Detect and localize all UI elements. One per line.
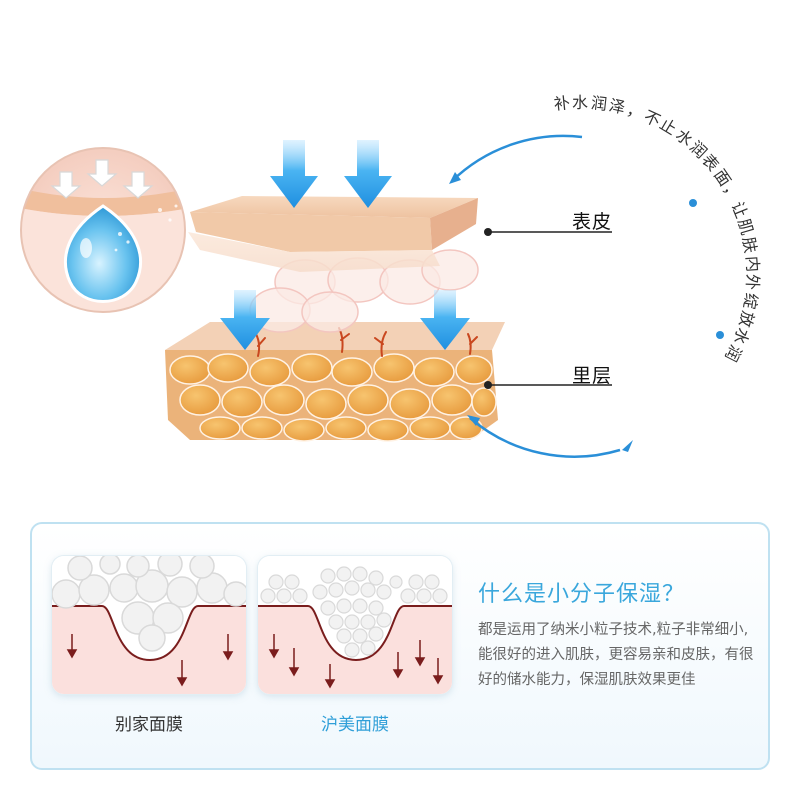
circulation-arcs [451,134,621,458]
large-molecules-illustration [52,556,246,694]
comparison-card-other [52,556,246,694]
small-molecule-panel: 别家面膜 [30,522,770,770]
question-title: 什么是小分子保湿？ [478,582,686,607]
epidermis-label: 表皮 [572,211,613,233]
small-molecules-illustration [258,556,452,694]
arc-caption-char: 润 [589,93,608,114]
arc-caption-char: 外 [742,273,763,291]
epidermis-layer [188,196,478,272]
circulation-arrowheads [449,172,633,452]
arc-caption-char: 内 [742,255,763,273]
skin-layers-illustration [20,134,724,458]
arc-caption-char: 放 [735,308,759,329]
dermis-layer [165,322,505,442]
label-leaders [484,228,612,389]
comparison-caption-other: 别家面膜 [115,715,183,735]
answer-text: 都是运用了纳米小粒子技术,粒子非常细小,能很好的进入肌肤，更容易亲和皮肤，有很好… [478,622,754,688]
arc-caption-char: 水 [572,92,589,113]
zoom-circle [20,147,186,313]
comparison-card-hume [258,556,452,694]
comparison-caption-hume: 沪美面膜 [321,715,389,735]
moisture-bubbles [249,249,479,333]
circulation-dots [689,199,724,339]
arc-caption-char: 绽 [739,291,762,310]
arc-caption-char: 补 [553,93,571,114]
dermis-label: 里层 [572,365,613,387]
penetration-arrows [220,140,470,350]
arc-caption-char: 肤 [739,235,761,255]
